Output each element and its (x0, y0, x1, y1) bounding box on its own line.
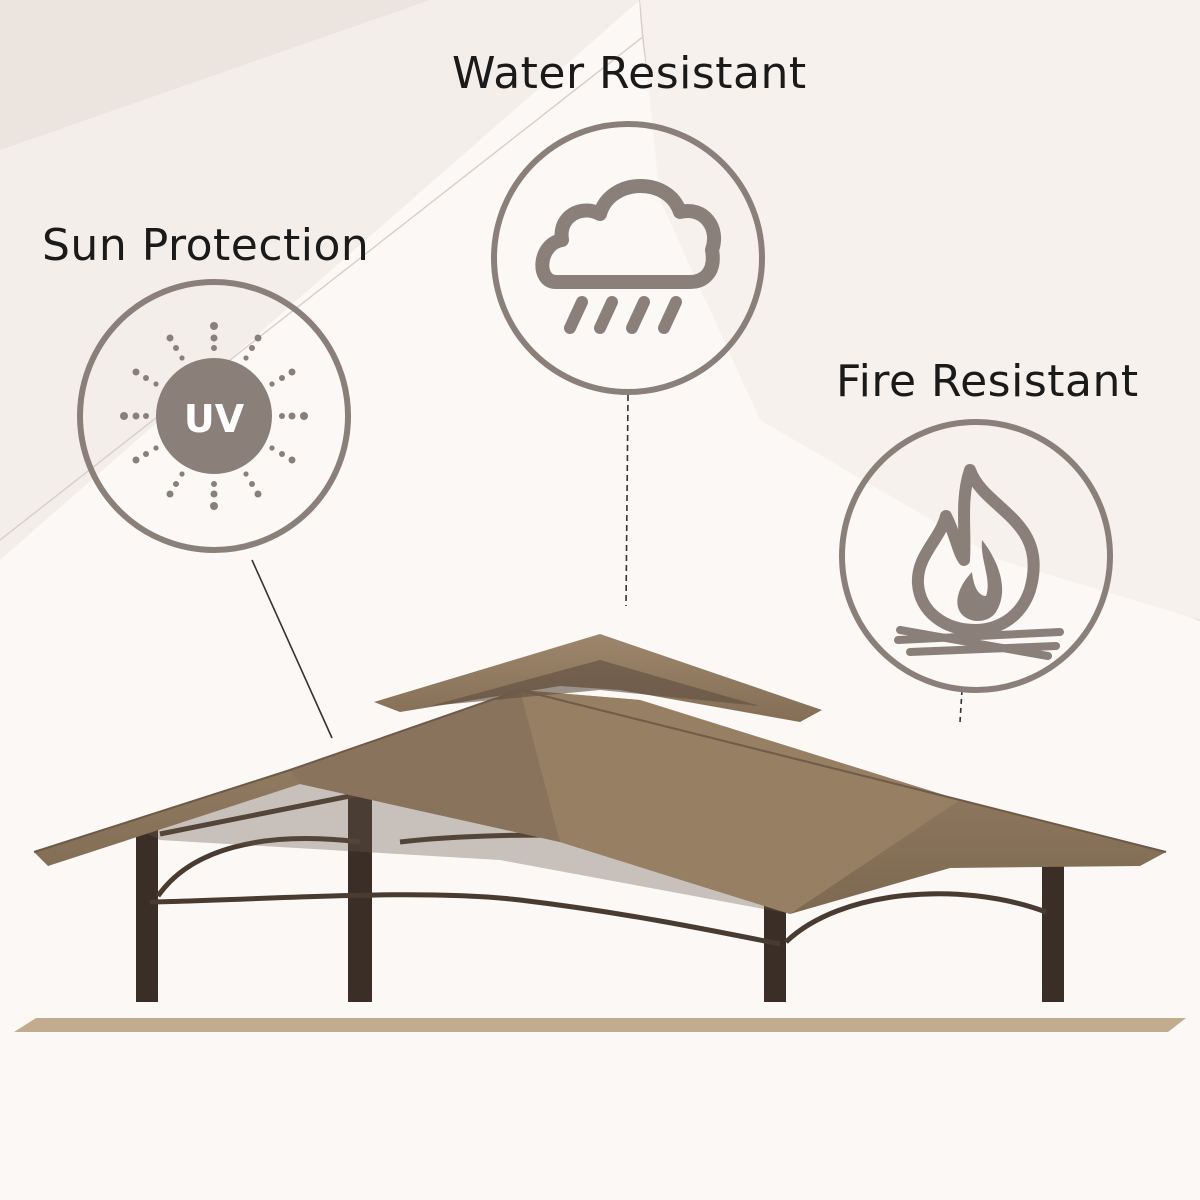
water-connector-line (625, 394, 629, 607)
water-resistant-label: Water Resistant (452, 48, 807, 99)
sun-protection-label: Sun Protection (42, 220, 370, 271)
sun-connector-line (251, 559, 333, 739)
ground-strip (14, 1018, 1186, 1032)
gazebo (33, 634, 1167, 1002)
connector-lines (251, 394, 963, 739)
flame-icon (839, 419, 1113, 693)
rain-cloud-icon (491, 121, 765, 395)
fire-connector-line (959, 689, 963, 723)
fire-resistant-label: Fire Resistant (836, 356, 1139, 407)
post-front-left (136, 826, 158, 1002)
post-front-right (1042, 842, 1064, 1002)
uv-sun-icon: UV (77, 279, 351, 553)
uv-badge-text: UV (184, 397, 245, 441)
